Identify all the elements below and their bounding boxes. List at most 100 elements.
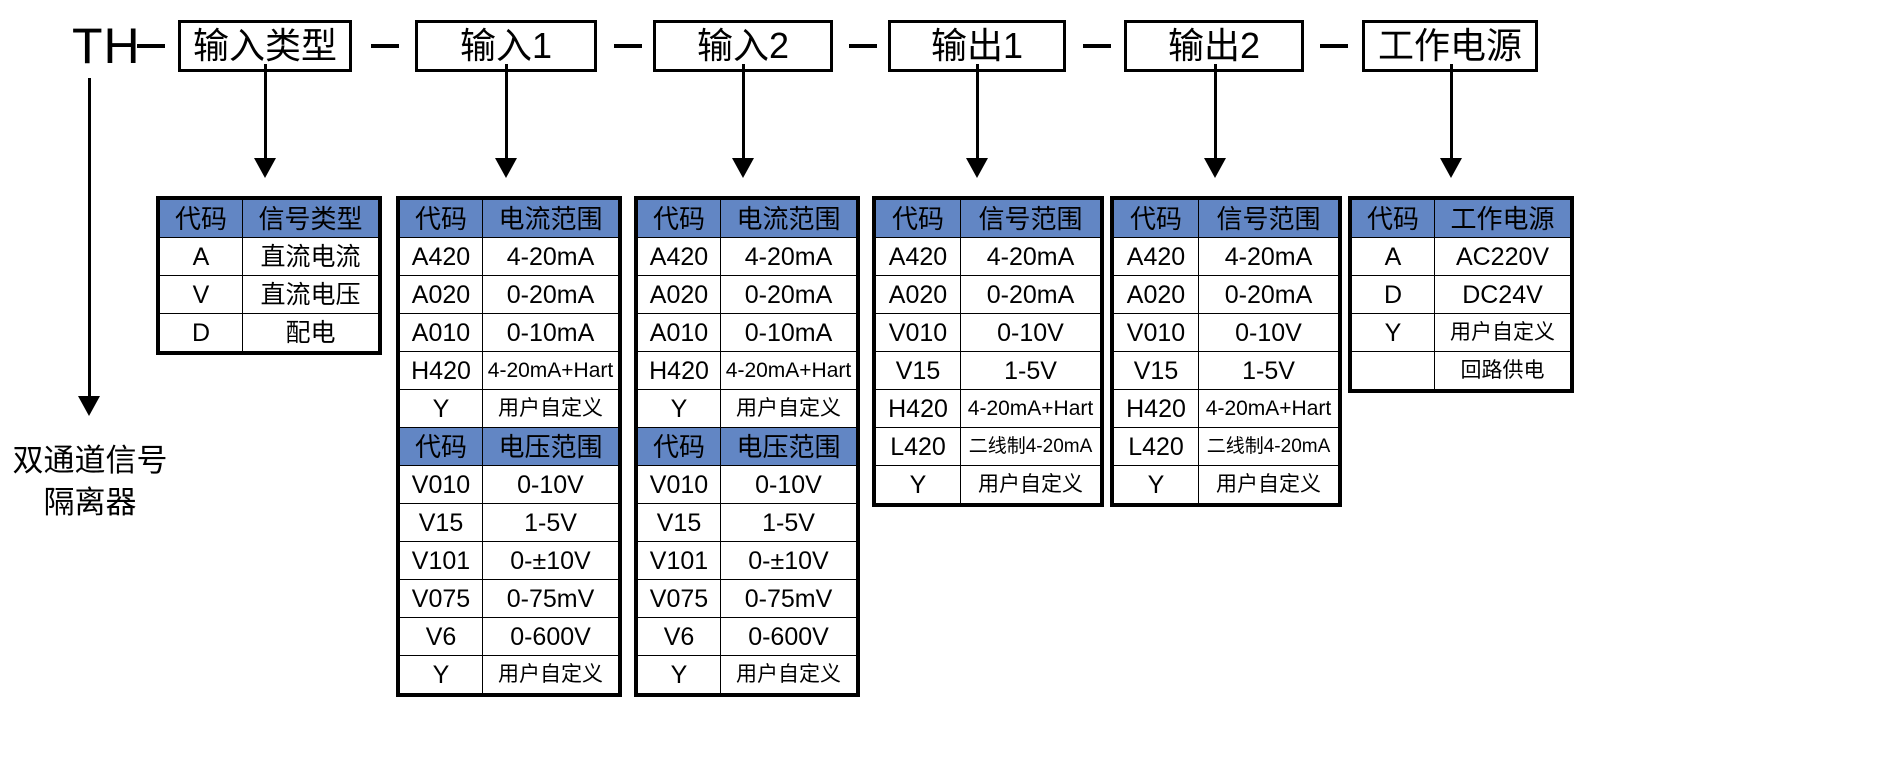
table-row: V15 1-5V <box>875 351 1101 390</box>
table-row: Y 用户自定义 <box>637 655 857 694</box>
cell-value: 二线制4-20mA <box>960 427 1101 466</box>
cell-code: V010 <box>875 313 961 352</box>
cell-value: 用户自定义 <box>720 389 857 428</box>
arrow-input-type <box>254 158 276 178</box>
table-row: A AC220V <box>1351 237 1571 276</box>
cell-code: Y <box>637 655 721 694</box>
model-code-row: TH 输入类型 输入1 输入2 输出1 输出2 工作电源 <box>0 8 1886 84</box>
table-row: A420 4-20mA <box>399 237 619 276</box>
cell-value: 1-5V <box>960 351 1101 390</box>
table-row: V 直流电压 <box>159 275 379 314</box>
arrow-product <box>78 396 100 416</box>
cell-value: 用户自定义 <box>960 465 1101 504</box>
cell-value: 0-10mA <box>482 313 619 352</box>
column-header-code: 代码 <box>399 199 483 238</box>
cell-code: A <box>1351 237 1435 276</box>
column-header-value: 信号范围 <box>1198 199 1339 238</box>
cell-value: 4-20mA <box>720 237 857 276</box>
table-row: D DC24V <box>1351 275 1571 314</box>
header-block-input2: 输入2 <box>653 20 833 72</box>
table-header-row: 代码 电流范围 <box>637 199 857 238</box>
cell-code: L420 <box>875 427 961 466</box>
header-block-output2: 输出2 <box>1124 20 1304 72</box>
dash-separator-3 <box>614 44 642 48</box>
cell-code: V6 <box>637 617 721 656</box>
table-row: V010 0-10V <box>875 313 1101 352</box>
table-row: A020 0-20mA <box>875 275 1101 314</box>
cell-code: A010 <box>399 313 483 352</box>
table-row: V010 0-10V <box>637 465 857 504</box>
column-header-value: 电流范围 <box>720 199 857 238</box>
cell-code: A420 <box>1113 237 1199 276</box>
cell-value: 配电 <box>242 313 379 352</box>
product-label-line2: 隔离器 <box>43 485 137 520</box>
table-row: A020 0-20mA <box>1113 275 1339 314</box>
connector-line-input1 <box>505 64 508 160</box>
connector-line-power <box>1450 64 1453 160</box>
cell-value: 4-20mA <box>482 237 619 276</box>
table-header-row: 代码 信号类型 <box>159 199 379 238</box>
cell-code: V101 <box>637 541 721 580</box>
table-row: Y 用户自定义 <box>1351 313 1571 352</box>
table-row: V15 1-5V <box>637 503 857 542</box>
dash-separator-1 <box>137 44 165 48</box>
column-header-code: 代码 <box>159 199 243 238</box>
cell-value: 4-20mA+Hart <box>1198 389 1339 428</box>
arrow-input2 <box>732 158 754 178</box>
cell-value: 回路供电 <box>1434 351 1571 390</box>
cell-code: V010 <box>399 465 483 504</box>
table-row: A010 0-10mA <box>399 313 619 352</box>
cell-code: A <box>159 237 243 276</box>
table-row: V010 0-10V <box>399 465 619 504</box>
dash-separator-4 <box>849 44 877 48</box>
arrow-output1 <box>966 158 988 178</box>
cell-code: Y <box>1351 313 1435 352</box>
cell-code: A020 <box>637 275 721 314</box>
table-row: A010 0-10mA <box>637 313 857 352</box>
table-row: A420 4-20mA <box>1113 237 1339 276</box>
cell-code: D <box>159 313 243 352</box>
table-row: Y 用户自定义 <box>637 389 857 428</box>
cell-value: 1-5V <box>720 503 857 542</box>
cell-code: Y <box>637 389 721 428</box>
cell-value: 4-20mA <box>960 237 1101 276</box>
column-header-code: 代码 <box>1113 199 1199 238</box>
cell-value: 用户自定义 <box>720 655 857 694</box>
cell-value: 0-±10V <box>720 541 857 580</box>
cell-code: V101 <box>399 541 483 580</box>
cell-code: H420 <box>637 351 721 390</box>
input-type-table: 代码 信号类型 A 直流电流 V 直流电压 D 配电 <box>156 196 382 355</box>
arrow-power <box>1440 158 1462 178</box>
cell-value: 用户自定义 <box>482 655 619 694</box>
header-block-power-supply: 工作电源 <box>1362 20 1538 72</box>
product-label-line1: 双通道信号 <box>12 443 168 478</box>
cell-value: 0-20mA <box>482 275 619 314</box>
connector-line-input-type <box>264 64 267 160</box>
table-row: L420 二线制4-20mA <box>875 427 1101 466</box>
cell-code: A420 <box>637 237 721 276</box>
dash-separator-6 <box>1320 44 1348 48</box>
cell-value: 4-20mA+Hart <box>960 389 1101 428</box>
cell-value: 0-75mV <box>482 579 619 618</box>
column-header-code: 代码 <box>875 199 961 238</box>
cell-value: 1-5V <box>482 503 619 542</box>
cell-code: Y <box>399 389 483 428</box>
table-row: Y 用户自定义 <box>1113 465 1339 504</box>
cell-code: A420 <box>399 237 483 276</box>
dash-separator-5 <box>1083 44 1111 48</box>
table-row: H420 4-20mA+Hart <box>637 351 857 390</box>
table-row: Y 用户自定义 <box>399 389 619 428</box>
cell-code: Y <box>1113 465 1199 504</box>
cell-code: L420 <box>1113 427 1199 466</box>
cell-code: V010 <box>1113 313 1199 352</box>
connector-line-output1 <box>976 64 979 160</box>
table-row: L420 二线制4-20mA <box>1113 427 1339 466</box>
cell-value: DC24V <box>1434 275 1571 314</box>
table-row: Y 用户自定义 <box>875 465 1101 504</box>
cell-code: V <box>159 275 243 314</box>
table-row: V101 0-±10V <box>399 541 619 580</box>
model-prefix: TH <box>72 18 141 74</box>
cell-value: 0-10V <box>720 465 857 504</box>
cell-code: Y <box>399 655 483 694</box>
arrow-output2 <box>1204 158 1226 178</box>
